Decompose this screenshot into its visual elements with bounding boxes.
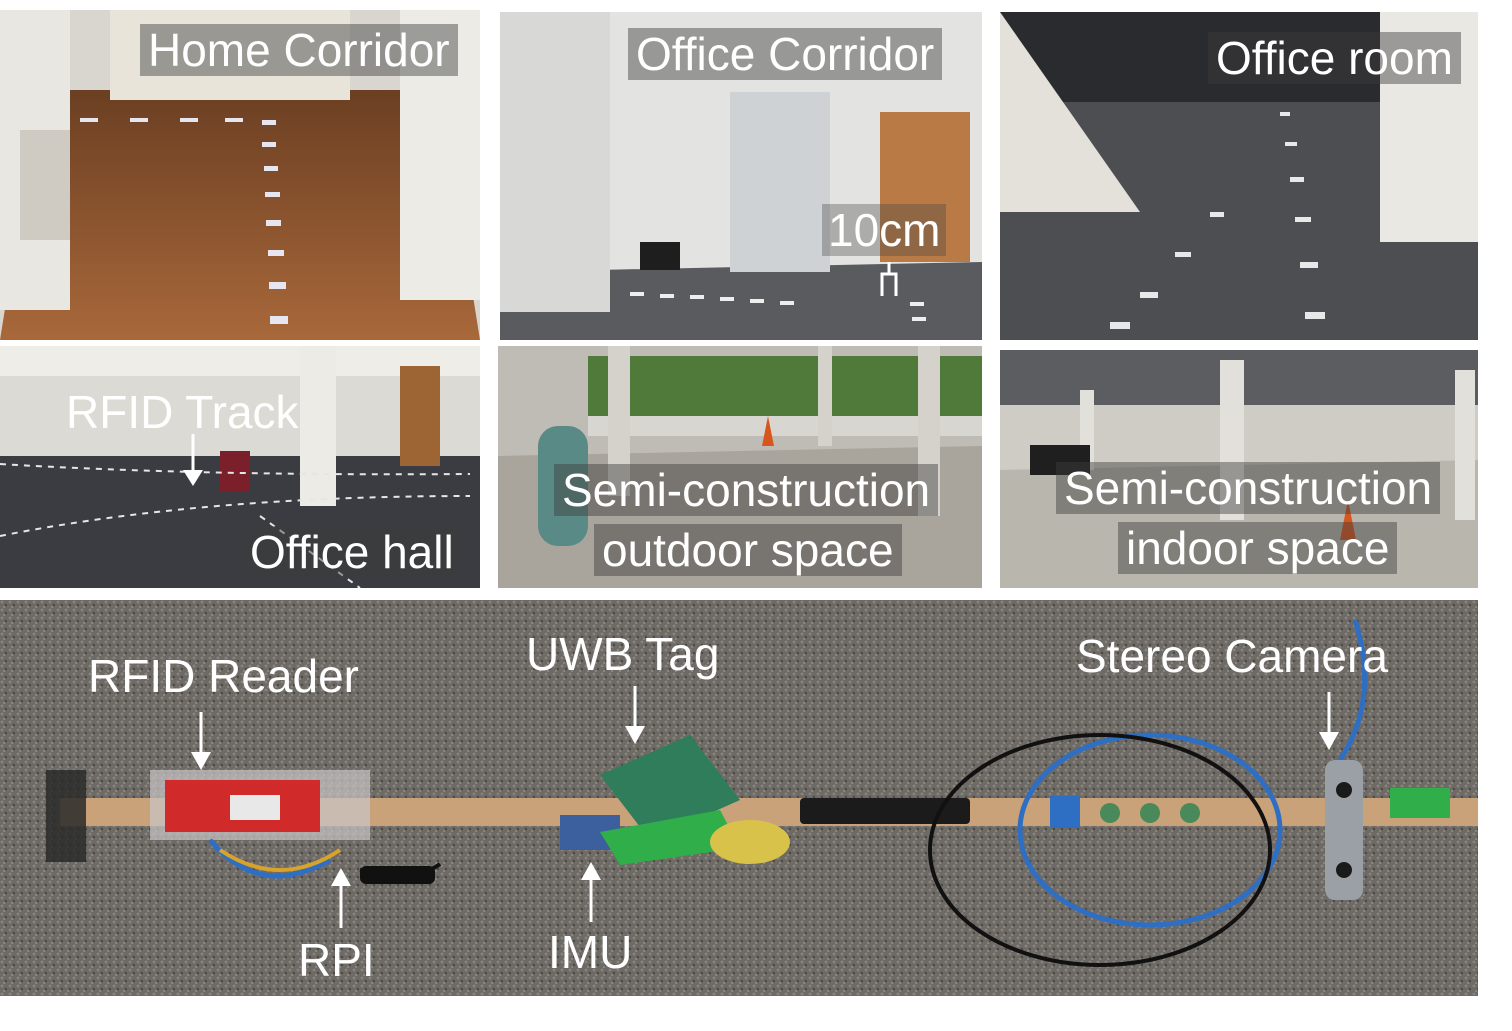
scale-label: 10cm [822, 204, 947, 256]
semi-construction-indoor-photo: Semi-construction indoor space [1000, 350, 1478, 588]
uwb-tag-label: UWB Tag [526, 628, 720, 680]
semi-outdoor-label-line1: Semi-construction [554, 464, 939, 516]
arrow-down-icon [625, 686, 645, 744]
device-photo: RFID Reader UWB Tag Stereo Camera RPI IM… [0, 600, 1478, 996]
home-corridor-label: Home Corridor [140, 24, 458, 76]
home-corridor-photo: Home Corridor [0, 10, 480, 340]
arrow-down-icon [183, 434, 203, 486]
arrow-down-icon [191, 712, 211, 770]
semi-indoor-label-line1: Semi-construction [1056, 462, 1441, 514]
rfid-reader-label: RFID Reader [88, 650, 359, 702]
rfid-track-label: RFID Track [66, 386, 299, 438]
rpi-label: RPI [298, 934, 375, 986]
semi-indoor-label-line2: indoor space [1118, 522, 1398, 574]
office-corridor-label: Office Corridor [628, 28, 943, 80]
arrow-up-icon [581, 862, 601, 922]
scale-bracket-icon [880, 262, 898, 296]
semi-construction-outdoor-photo: Semi-construction outdoor space [498, 346, 982, 588]
arrow-up-icon [331, 868, 351, 928]
office-corridor-photo: Office Corridor 10cm [500, 12, 982, 340]
office-hall-photo: RFID Track Office hall [0, 346, 480, 588]
semi-outdoor-label-line2: outdoor space [594, 524, 902, 576]
imu-label: IMU [548, 926, 633, 978]
office-hall-label: Office hall [242, 526, 462, 578]
office-room-photo: Office room [1000, 12, 1478, 340]
office-room-label: Office room [1208, 32, 1461, 84]
stereo-camera-label: Stereo Camera [1076, 630, 1388, 682]
arrow-down-icon [1319, 692, 1339, 750]
